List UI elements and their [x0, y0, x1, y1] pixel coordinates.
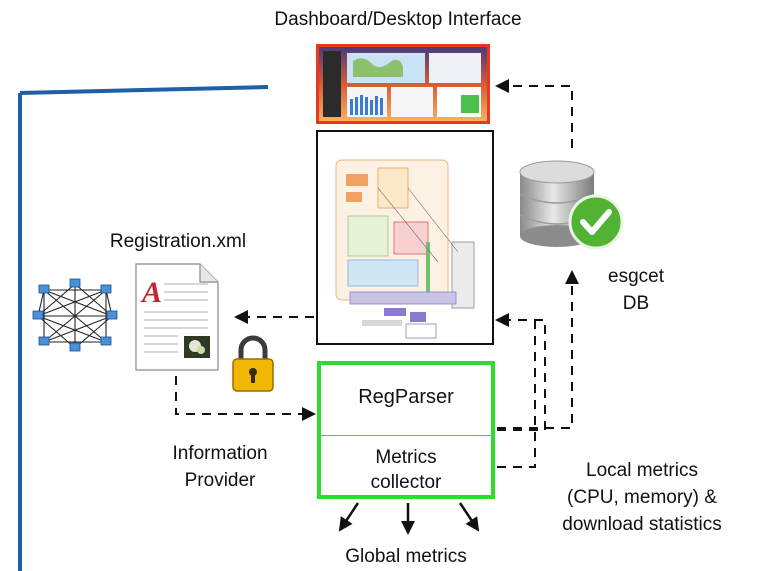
architecture-thumbnail: [335, 159, 475, 339]
registration-label: Registration.xml: [109, 231, 247, 252]
arrow-global-left: [338, 502, 360, 532]
network-mesh-icon: [32, 276, 118, 356]
dashboard-thumbnail: [319, 47, 487, 121]
esgcet-label: esgcet: [608, 266, 664, 287]
local-metrics-label: Local metrics: [586, 460, 698, 481]
local-metrics-subtitle: (CPU, memory) &: [567, 487, 717, 508]
download-statistics-label: download statistics: [562, 514, 722, 535]
regparser-label: RegParser: [358, 386, 454, 408]
db-label: DB: [622, 293, 650, 314]
arrow-registration-to-regparser: [175, 376, 316, 421]
xml-document-icon: A: [134, 262, 220, 372]
collector-label: collector: [370, 472, 442, 493]
architecture-diagram-box: [316, 130, 494, 345]
svg-text:A: A: [140, 276, 162, 309]
arrow-metrics-to-diagram: [497, 320, 536, 468]
padlock-icon: [230, 332, 276, 394]
provider-label: Provider: [184, 470, 256, 491]
database-icon: [512, 158, 630, 254]
arrow-regparser-to-diagram: [495, 313, 546, 431]
global-metrics-label: Global metrics: [345, 546, 467, 567]
dashboard-title: Dashboard/Desktop Interface: [274, 9, 522, 30]
arrow-db-to-dashboard: [495, 79, 573, 148]
metrics-label: Metrics: [375, 447, 437, 468]
regparser-box: RegParser Metrics collector: [317, 361, 495, 499]
dashboard-screenshot: [316, 44, 490, 124]
regparser-divider: [321, 435, 491, 436]
arrow-regparser-to-db: [497, 270, 579, 429]
arrow-global-right: [458, 502, 480, 532]
info-provider-label: Information: [172, 443, 268, 464]
